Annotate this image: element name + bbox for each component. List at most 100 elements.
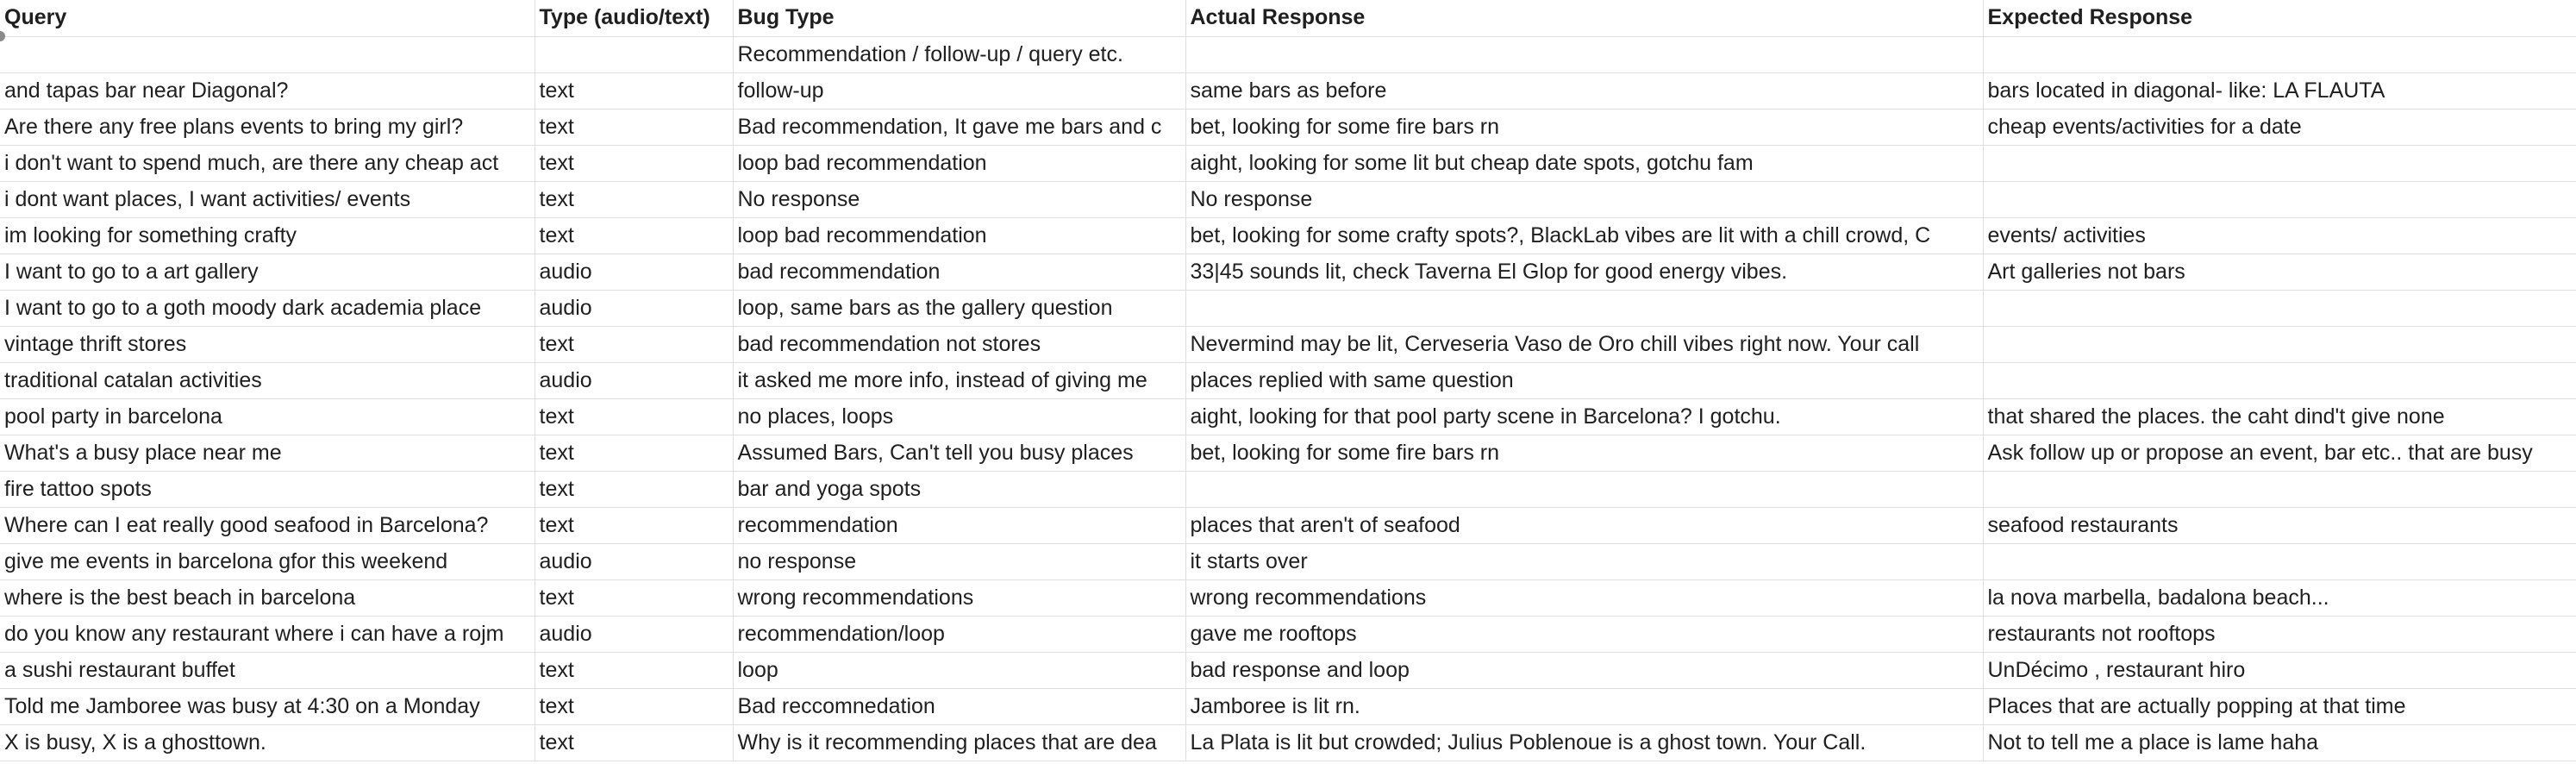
query-cell[interactable]: I want to go to a art gallery xyxy=(0,254,535,291)
actual-response-cell[interactable]: bet, looking for some fire bars rn xyxy=(1185,109,1984,146)
query-cell[interactable]: Are there any free plans events to bring… xyxy=(0,109,535,146)
bug-type-cell[interactable]: bad recommendation not stores xyxy=(733,326,1186,363)
type-cell[interactable]: text xyxy=(535,109,734,146)
bug-type-cell[interactable]: wrong recommendations xyxy=(733,579,1186,617)
bug-type-cell[interactable]: No response xyxy=(733,181,1186,218)
actual-response-cell[interactable] xyxy=(1185,36,1984,73)
bug-type-cell[interactable]: loop bad recommendation xyxy=(733,145,1186,182)
header-expected-response[interactable]: Expected Response xyxy=(1983,0,2576,37)
bug-type-cell[interactable]: Assumed Bars, Can't tell you busy places xyxy=(733,435,1186,472)
type-cell[interactable]: text xyxy=(535,145,734,182)
header-type[interactable]: Type (audio/text) xyxy=(535,0,734,37)
expected-response-cell[interactable] xyxy=(1983,36,2576,73)
expected-response-cell[interactable]: UnDécimo , restaurant hiro xyxy=(1983,652,2576,689)
type-cell[interactable]: text xyxy=(535,398,734,435)
expected-response-cell[interactable] xyxy=(1983,471,2576,508)
query-cell[interactable]: traditional catalan activities xyxy=(0,362,535,399)
actual-response-cell[interactable]: bad response and loop xyxy=(1185,652,1984,689)
query-cell[interactable]: i dont want places, I want activities/ e… xyxy=(0,181,535,218)
expected-response-cell[interactable] xyxy=(1983,145,2576,182)
actual-response-cell[interactable]: gave me rooftops xyxy=(1185,616,1984,653)
bug-type-cell[interactable]: Recommendation / follow-up / query etc. xyxy=(733,36,1186,73)
expected-response-cell[interactable]: Places that are actually popping at that… xyxy=(1983,688,2576,725)
query-cell[interactable]: do you know any restaurant where i can h… xyxy=(0,616,535,653)
query-cell[interactable]: pool party in barcelona xyxy=(0,398,535,435)
actual-response-cell[interactable]: aight, looking for some lit but cheap da… xyxy=(1185,145,1984,182)
type-cell[interactable]: audio xyxy=(535,290,734,327)
actual-response-cell[interactable]: La Plata is lit but crowded; Julius Pobl… xyxy=(1185,724,1984,761)
query-cell[interactable]: What's a busy place near me xyxy=(0,435,535,472)
actual-response-cell[interactable]: wrong recommendations xyxy=(1185,579,1984,617)
query-cell[interactable]: and tapas bar near Diagonal? xyxy=(0,72,535,110)
bug-type-cell[interactable]: recommendation xyxy=(733,507,1186,544)
type-cell[interactable]: text xyxy=(535,688,734,725)
expected-response-cell[interactable]: la nova marbella, badalona beach... xyxy=(1983,579,2576,617)
expected-response-cell[interactable]: Art galleries not bars xyxy=(1983,254,2576,291)
bug-type-cell[interactable]: bar and yoga spots xyxy=(733,471,1186,508)
expected-response-cell[interactable]: cheap events/activities for a date xyxy=(1983,109,2576,146)
type-cell[interactable]: audio xyxy=(535,362,734,399)
header-query[interactable]: Query xyxy=(0,0,535,37)
expected-response-cell[interactable]: seafood restaurants xyxy=(1983,507,2576,544)
type-cell[interactable]: audio xyxy=(535,616,734,653)
type-cell[interactable] xyxy=(535,36,734,73)
query-cell[interactable]: i don't want to spend much, are there an… xyxy=(0,145,535,182)
bug-type-cell[interactable]: recommendation/loop xyxy=(733,616,1186,653)
expected-response-cell[interactable]: bars located in diagonal- like: LA FLAUT… xyxy=(1983,72,2576,110)
type-cell[interactable]: text xyxy=(535,326,734,363)
bug-type-cell[interactable]: bad recommendation xyxy=(733,254,1186,291)
actual-response-cell[interactable]: it starts over xyxy=(1185,543,1984,580)
expected-response-cell[interactable]: Ask follow up or propose an event, bar e… xyxy=(1983,435,2576,472)
actual-response-cell[interactable]: bet, looking for some fire bars rn xyxy=(1185,435,1984,472)
expected-response-cell[interactable] xyxy=(1983,290,2576,327)
expected-response-cell[interactable]: Not to tell me a place is lame haha xyxy=(1983,724,2576,761)
actual-response-cell[interactable]: No response xyxy=(1185,181,1984,218)
actual-response-cell[interactable]: same bars as before xyxy=(1185,72,1984,110)
expected-response-cell[interactable] xyxy=(1983,181,2576,218)
actual-response-cell[interactable] xyxy=(1185,471,1984,508)
type-cell[interactable]: text xyxy=(535,471,734,508)
expected-response-cell[interactable] xyxy=(1983,543,2576,580)
actual-response-cell[interactable]: 33|45 sounds lit, check Taverna El Glop … xyxy=(1185,254,1984,291)
type-cell[interactable]: text xyxy=(535,435,734,472)
expected-response-cell[interactable] xyxy=(1983,326,2576,363)
bug-type-cell[interactable]: Why is it recommending places that are d… xyxy=(733,724,1186,761)
query-cell[interactable]: I want to go to a goth moody dark academ… xyxy=(0,290,535,327)
query-cell[interactable]: a sushi restaurant buffet xyxy=(0,652,535,689)
query-cell[interactable]: im looking for something crafty xyxy=(0,217,535,254)
type-cell[interactable]: text xyxy=(535,579,734,617)
expected-response-cell[interactable]: events/ activities xyxy=(1983,217,2576,254)
query-cell[interactable]: Told me Jamboree was busy at 4:30 on a M… xyxy=(0,688,535,725)
type-cell[interactable]: text xyxy=(535,652,734,689)
header-actual-response[interactable]: Actual Response xyxy=(1185,0,1984,37)
query-cell[interactable]: where is the best beach in barcelona xyxy=(0,579,535,617)
bug-type-cell[interactable]: Bad reccomnedation xyxy=(733,688,1186,725)
bug-type-cell[interactable]: it asked me more info, instead of giving… xyxy=(733,362,1186,399)
actual-response-cell[interactable]: Nevermind may be lit, Cerveseria Vaso de… xyxy=(1185,326,1984,363)
expected-response-cell[interactable] xyxy=(1983,362,2576,399)
query-cell[interactable]: X is busy, X is a ghosttown. xyxy=(0,724,535,761)
query-cell[interactable] xyxy=(0,36,535,73)
type-cell[interactable]: text xyxy=(535,217,734,254)
type-cell[interactable]: text xyxy=(535,507,734,544)
query-cell[interactable]: give me events in barcelona gfor this we… xyxy=(0,543,535,580)
type-cell[interactable]: text xyxy=(535,724,734,761)
bug-type-cell[interactable]: loop, same bars as the gallery question xyxy=(733,290,1186,327)
expected-response-cell[interactable]: that shared the places. the caht dind't … xyxy=(1983,398,2576,435)
actual-response-cell[interactable]: bet, looking for some crafty spots?, Bla… xyxy=(1185,217,1984,254)
query-cell[interactable]: vintage thrift stores xyxy=(0,326,535,363)
query-cell[interactable]: fire tattoo spots xyxy=(0,471,535,508)
actual-response-cell[interactable]: aight, looking for that pool party scene… xyxy=(1185,398,1984,435)
bug-type-cell[interactable]: loop xyxy=(733,652,1186,689)
actual-response-cell[interactable]: Jamboree is lit rn. xyxy=(1185,688,1984,725)
actual-response-cell[interactable]: places replied with same question xyxy=(1185,362,1984,399)
type-cell[interactable]: text xyxy=(535,181,734,218)
bug-type-cell[interactable]: no places, loops xyxy=(733,398,1186,435)
actual-response-cell[interactable]: places that aren't of seafood xyxy=(1185,507,1984,544)
type-cell[interactable]: audio xyxy=(535,543,734,580)
actual-response-cell[interactable] xyxy=(1185,290,1984,327)
bug-type-cell[interactable]: follow-up xyxy=(733,72,1186,110)
bug-type-cell[interactable]: Bad recommendation, It gave me bars and … xyxy=(733,109,1186,146)
cell-cursor-handle[interactable] xyxy=(0,31,5,41)
bug-type-cell[interactable]: no response xyxy=(733,543,1186,580)
